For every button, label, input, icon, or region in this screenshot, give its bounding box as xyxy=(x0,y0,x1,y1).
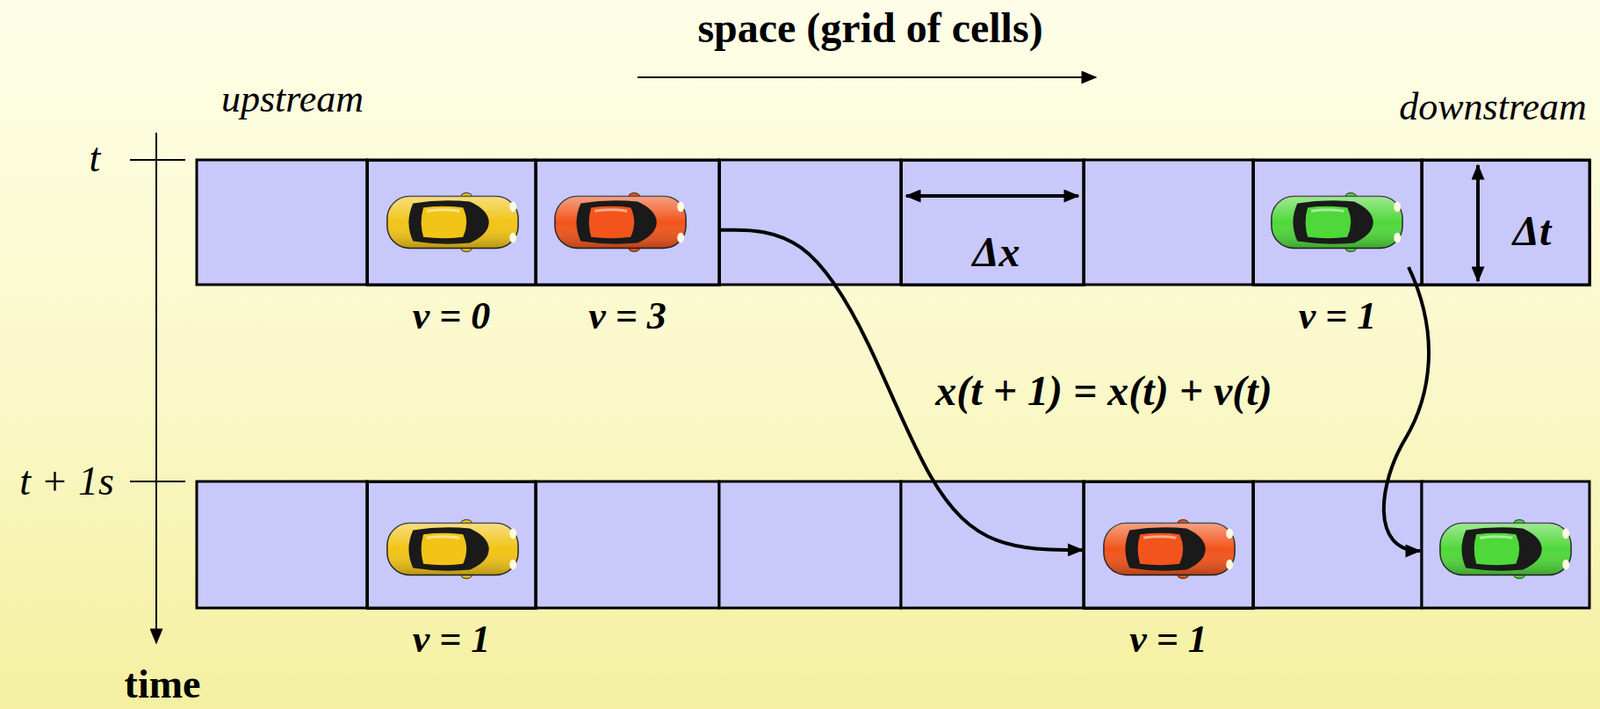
yellow-car xyxy=(387,519,519,579)
grid-cell xyxy=(900,481,1084,608)
grid-cell: v = 0 xyxy=(366,158,538,287)
direction-label: upstream xyxy=(221,77,364,123)
speed-label: v = 1 xyxy=(1298,294,1377,339)
grid-cell xyxy=(719,481,901,608)
dimension-label: Δt xyxy=(1513,206,1551,255)
grid-cell: v = 1 xyxy=(1252,158,1424,287)
grid-cell: v = 1 xyxy=(366,480,538,610)
cell-width-arrow xyxy=(906,194,1079,198)
grid-cell xyxy=(196,481,368,608)
green-car xyxy=(1440,519,1572,579)
time-tick xyxy=(129,480,186,483)
speed-label: v = 3 xyxy=(588,294,667,339)
red-car xyxy=(554,193,686,253)
green-car xyxy=(1271,193,1403,253)
grid-cell xyxy=(1421,159,1590,285)
speed-label: v = 1 xyxy=(1129,617,1208,663)
speed-label: v = 1 xyxy=(412,617,491,663)
time-tick-label: t + 1s xyxy=(19,458,115,505)
grid-cell xyxy=(367,481,536,608)
grid-cell xyxy=(1083,159,1254,285)
grid-cell: v = 1 xyxy=(1082,480,1255,610)
grid-cell xyxy=(535,481,720,608)
grid-cell: v = 3 xyxy=(534,158,721,287)
time-tick xyxy=(129,158,186,161)
axis-label: time xyxy=(124,660,202,707)
time-axis xyxy=(155,132,158,643)
grid-cell xyxy=(1421,481,1590,608)
grid-cell xyxy=(367,159,536,285)
grid-cell xyxy=(719,159,901,285)
yellow-car xyxy=(387,193,519,253)
dimension-label: Δx xyxy=(972,227,1020,276)
grid-cell: Δt xyxy=(1420,158,1592,287)
update-formula: x(t + 1) = x(t) + v(t) xyxy=(935,366,1272,415)
grid-cell xyxy=(535,159,720,285)
red-car xyxy=(1103,519,1235,579)
grid-cell xyxy=(900,159,1084,285)
time-tick-label: t xyxy=(89,135,101,182)
diagram-title: space (grid of cells) xyxy=(697,3,1043,52)
direction-label: downstream xyxy=(1398,85,1587,130)
time-step-arrow xyxy=(1476,165,1480,282)
move-arrow xyxy=(1383,266,1429,551)
speed-label: v = 0 xyxy=(412,294,491,339)
grid-cell xyxy=(1253,159,1422,285)
grid-cell: Δx xyxy=(900,158,1086,287)
space-axis-arrow xyxy=(637,76,1096,79)
grid-cell xyxy=(1083,481,1254,608)
grid-cell xyxy=(196,159,368,285)
